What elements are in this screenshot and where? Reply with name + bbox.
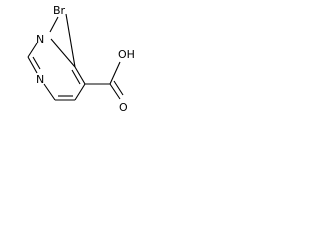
bond-c-br [65,13,76,68]
atom-label-hydroxyl: OH [118,48,135,61]
bond-carboxyl-o-double [113,80,124,96]
bond-c2-c1-inner [71,69,81,85]
bond-c6-n5 [27,56,38,74]
bond-c3-c2 [74,83,86,101]
bond-carboxyl-oh [109,61,121,85]
bond-c1-n1 [50,38,76,68]
bond-n5-c4 [43,83,56,101]
atom-label-nitrogen-top: N [36,33,44,46]
bond-carboxyl-o [109,83,121,100]
atom-label-bromine: Br [53,4,66,17]
bond-n1-c1-upper [49,16,59,33]
structure-canvas: Br N N OH O [0,0,161,120]
pyrimidine-carboxylic-acid-structure: Br N N OH O [27,4,135,114]
bond-c2-c1 [74,66,86,85]
bond-n1-c6 [27,42,38,58]
bond-c6-n5-inner [32,56,41,70]
atom-label-nitrogen-bottom: N [36,73,44,86]
atom-label-carbonyl-oxygen: O [119,101,128,114]
